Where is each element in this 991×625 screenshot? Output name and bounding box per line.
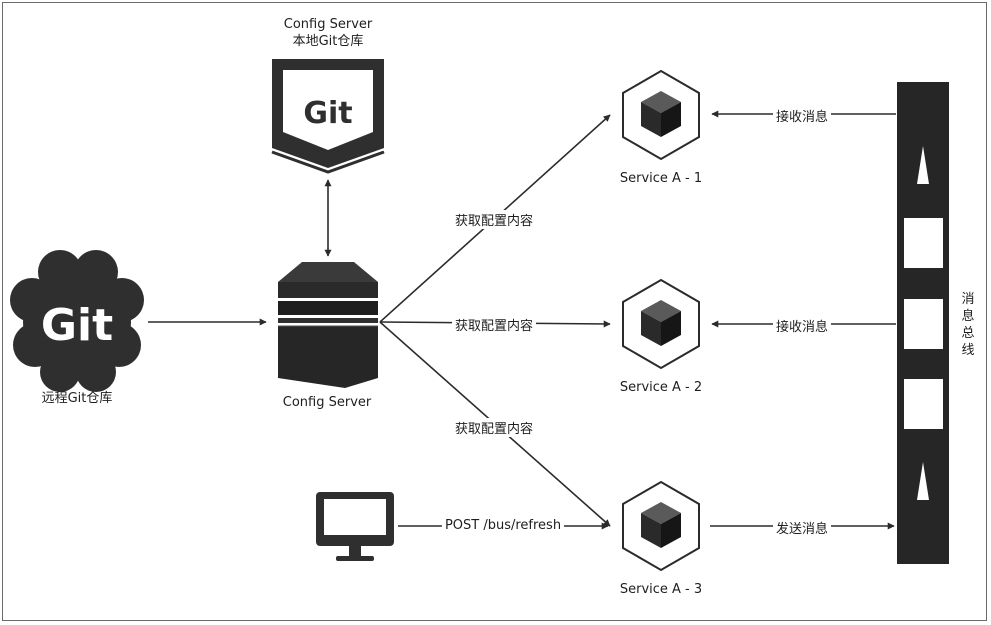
receive-label-1: 接收消息 xyxy=(772,106,832,125)
service-a-1-label: Service A - 1 xyxy=(619,171,703,186)
receive-label-2: 接收消息 xyxy=(772,316,832,335)
fetch-label-3: 获取配置内容 xyxy=(451,418,537,437)
local-repo-title-line2: 本地Git仓库 xyxy=(292,34,364,49)
remote-git-logo-text: Git xyxy=(41,300,113,351)
local-repo-title: Config Server 本地Git仓库 xyxy=(284,16,372,50)
remote-repo-label: 远程Git仓库 xyxy=(41,391,113,406)
local-git-logo-text: Git xyxy=(303,96,352,131)
remote-git-cloud-icon: Git xyxy=(10,250,144,392)
message-bus-label: 消息总线 xyxy=(961,292,975,358)
service-a-3-label: Service A - 3 xyxy=(619,582,703,597)
service-a-2-label: Service A - 2 xyxy=(619,380,703,395)
config-server-label: Config Server xyxy=(282,395,372,410)
local-git-badge-icon: Git xyxy=(271,59,385,174)
service-a-3-icon xyxy=(622,481,700,571)
config-server-icon xyxy=(278,262,378,388)
fetch-label-1: 获取配置内容 xyxy=(451,210,537,229)
fetch-label-2: 获取配置内容 xyxy=(451,315,537,334)
local-repo-title-line1: Config Server xyxy=(283,17,373,32)
message-bus-icon xyxy=(897,82,949,564)
service-a-2-icon xyxy=(622,279,700,369)
refresh-label: POST /bus/refresh xyxy=(441,518,565,533)
service-a-1-icon xyxy=(622,70,700,160)
monitor-icon xyxy=(316,492,394,561)
send-label: 发送消息 xyxy=(772,518,832,537)
